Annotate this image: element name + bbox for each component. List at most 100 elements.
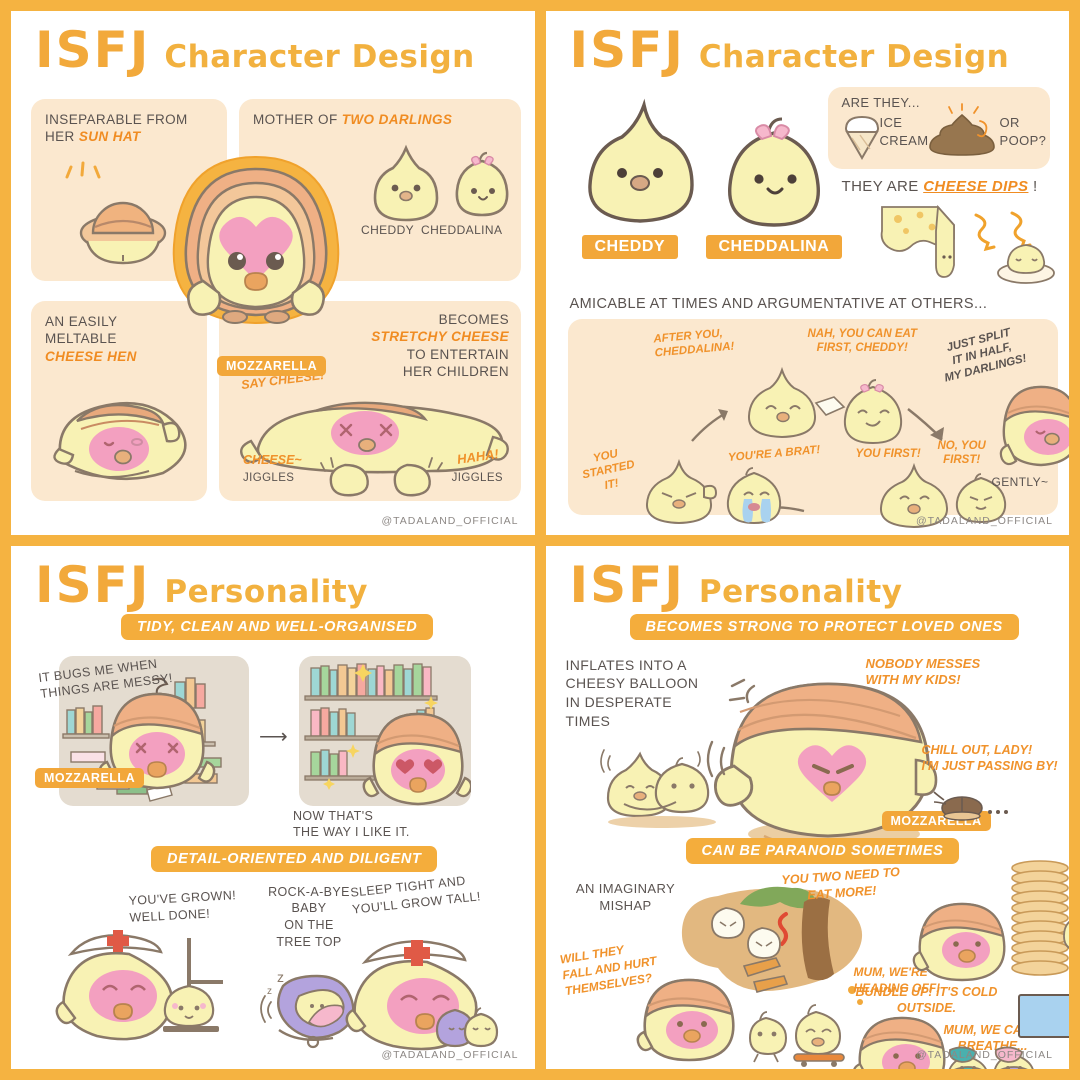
cheesehen-line3: CHEESE HEN (45, 348, 137, 364)
mozzarella-balloon-illustration (706, 678, 937, 848)
blue-panel-decor (1017, 993, 1069, 1038)
stretchy-line4: HER CHILDREN (402, 363, 509, 379)
dlg-no-you-first: NO, YOU FIRST! (937, 440, 986, 467)
mozzarella-main-illustration (172, 155, 340, 325)
panel2-title-sub: Character Design (698, 39, 1010, 75)
watermark-p3: @TADALAND_OFFICIAL (381, 1049, 519, 1061)
scared-chicks-illustration (599, 748, 716, 828)
beetle-icon (932, 790, 1008, 821)
sunhat-line2-em: SUN HAT (78, 129, 141, 145)
box-argument-strip: AFTER YOU, CHEDDALINA! NAH, YOU CAN EAT … (567, 319, 1069, 529)
label-cheddalina: CHEDDALINA (421, 223, 503, 237)
svg-text:z: z (267, 986, 272, 997)
panel3-title: ISFJ Personality (11, 546, 535, 610)
cheddy-illustration (373, 144, 439, 222)
imaginary-tree-mishap-illustration (681, 886, 863, 1005)
cheese-dips-answer: THEY ARE CHEESE DIPS ! (841, 178, 1038, 195)
dlg-after-you: AFTER YOU, CHEDDALINA! (652, 327, 735, 360)
caption-rock-a-bye: ROCK-A-BYE BABY ON THE TREE TOP (268, 884, 350, 950)
dlg-split: JUST SPLIT IT IN HALF, MY DARLINGS! (942, 326, 1028, 385)
watermark-p1: @TADALAND_OFFICIAL (381, 514, 519, 527)
panel4-title-sub: Personality (698, 573, 903, 610)
scene-messy-room (59, 655, 249, 806)
two-chicks-right-illustration (1062, 920, 1069, 949)
strip-arrow-up (690, 409, 728, 442)
quiz-option-cream: CREAM (879, 133, 929, 148)
box-cheese-hen: AN EASILY MELTABLE CHEESE HEN (31, 301, 207, 501)
stretchy-line3: TO ENTERTAIN (406, 346, 509, 362)
svg-text:z: z (277, 969, 284, 985)
mozzarella-feeding-illustration (912, 902, 1005, 981)
sfx-jiggles-left: JIGGLES (243, 472, 295, 484)
panel-personality-1: ISFJ Personality TIDY, CLEAN AND WELL-OR… (11, 545, 535, 1069)
mozzarella-happy-illustration (362, 712, 471, 805)
quiz-option-ice: ICE (879, 115, 903, 130)
cheddalina-big-illustration (727, 117, 820, 227)
stretched-cheese-illustration (240, 401, 509, 497)
strip-heading: AMICABLE AT TIMES AND ARGUMENTATIVE AT O… (569, 296, 988, 312)
poop-icon (928, 103, 995, 156)
strip-cheddalina-2 (955, 473, 1006, 524)
dlg-gently: GENTLY~ (991, 475, 1049, 489)
sun-hat-illustration (65, 161, 167, 265)
badge-mozzarella-p1: MOZZARELLA (217, 356, 327, 376)
panel4-title-main: ISFJ (569, 555, 685, 614)
mozzarella-worried-illustration (636, 978, 735, 1061)
quiz-question: ARE THEY... (841, 95, 920, 110)
transition-arrow-icon: ⟶ (259, 725, 288, 748)
caption-inflates-balloon: INFLATES INTO A CHEESY BALLOON IN DESPER… (565, 656, 699, 730)
chick-and-skateboard-illustration (748, 1003, 845, 1067)
strip-arrow-down (906, 408, 944, 441)
band-detail-oriented: DETAIL-ORIENTED AND DILIGENT (151, 845, 438, 872)
panel3-title-sub: Personality (164, 573, 368, 610)
cheddy-big-illustration (587, 98, 694, 223)
cheesehen-line2: MELTABLE (45, 331, 117, 347)
dlg-you-first: YOU FIRST! (855, 448, 921, 460)
baby-cradle-illustration: z z (260, 969, 355, 1048)
dlg-mum-heading-off: MUM, WE'RE HEADING OFF! (853, 964, 941, 995)
dialogue-cheese: CHEESE~ (243, 453, 302, 467)
sfx-jiggles-right: JIGGLES (451, 472, 503, 484)
band-becomes-strong: BECOMES STRONG TO PROTECT LOVED ONES (629, 613, 1019, 640)
nurse-with-babies-illustration (345, 939, 499, 1050)
strip-cheddy-2 (879, 462, 948, 529)
badge-cheddy: CHEDDY (581, 235, 679, 259)
caption-imaginary-mishap: AN IMAGINARY MISHAP (575, 880, 676, 914)
scene-tidy-bookshelf (299, 655, 471, 806)
band-tidy-clean: TIDY, CLEAN AND WELL-ORGANISED (121, 613, 434, 640)
strip-cheddy-1 (747, 366, 816, 439)
dlg-chill-out: CHILL OUT, LADY! I'M JUST PASSING BY! (921, 742, 1058, 774)
dlg-nah: NAH, YOU CAN EAT FIRST, CHEDDY! (807, 328, 917, 355)
panel1-title-main: ISFJ (35, 21, 151, 79)
badge-cheddalina: CHEDDALINA (705, 235, 843, 259)
panel1-title: ISFJ Character Design (11, 11, 535, 75)
darlings-heading-em: TWO DARLINGS (341, 112, 453, 127)
cheese-dips-em: CHEESE DIPS (923, 178, 1029, 195)
quiz-option-poop: POOP? (999, 133, 1047, 148)
box-stretchy-cheese: BECOMES STRETCHY CHEESE TO ENTERTAIN HER… (219, 301, 521, 501)
darlings-heading-prefix: MOTHER OF (253, 112, 342, 127)
panel-character-design-2: ISFJ Character Design CHEDDY CHEDDALINA … (545, 11, 1070, 535)
dlg-bundle-up: BUNDLE UP! IT'S COLD OUTSIDE. (855, 984, 998, 1016)
panel4-title: ISFJ Personality (546, 546, 1070, 610)
strip-cheddalina-crying (726, 467, 781, 525)
band-can-be-paranoid: CAN BE PARANOID SOMETIMES (685, 837, 960, 864)
watermark-p2: @TADALAND_OFFICIAL (916, 514, 1053, 527)
pancake-stack-illustration (1010, 858, 1069, 976)
stretchy-line1: BECOMES (438, 312, 509, 327)
cheddalina-illustration (455, 151, 509, 217)
panel2-title: ISFJ Character Design (546, 11, 1070, 75)
mozzarella-messy-illustration (98, 692, 216, 789)
caption-sleep-tight: SLEEP TIGHT AND YOU'LL GROW TALL! (349, 873, 482, 917)
bundled-chicks-illustration (948, 1046, 1034, 1069)
badge-mozzarella-p3: MOZZARELLA (35, 767, 145, 788)
strip-cheddy-angry (645, 458, 717, 525)
nurse-measuring-illustration (55, 929, 223, 1040)
cheesehen-line1: AN EASILY (45, 314, 118, 329)
box-ice-cream-or-poop: ARE THEY... ICE CREAM OR POOP? (827, 87, 1050, 169)
ice-cream-icon (844, 115, 879, 161)
label-cheddy: CHEDDY (361, 223, 415, 237)
dlg-brat: YOU'RE A BRAT! (727, 443, 821, 465)
stretchy-line2: STRETCHY CHEESE (371, 329, 509, 345)
